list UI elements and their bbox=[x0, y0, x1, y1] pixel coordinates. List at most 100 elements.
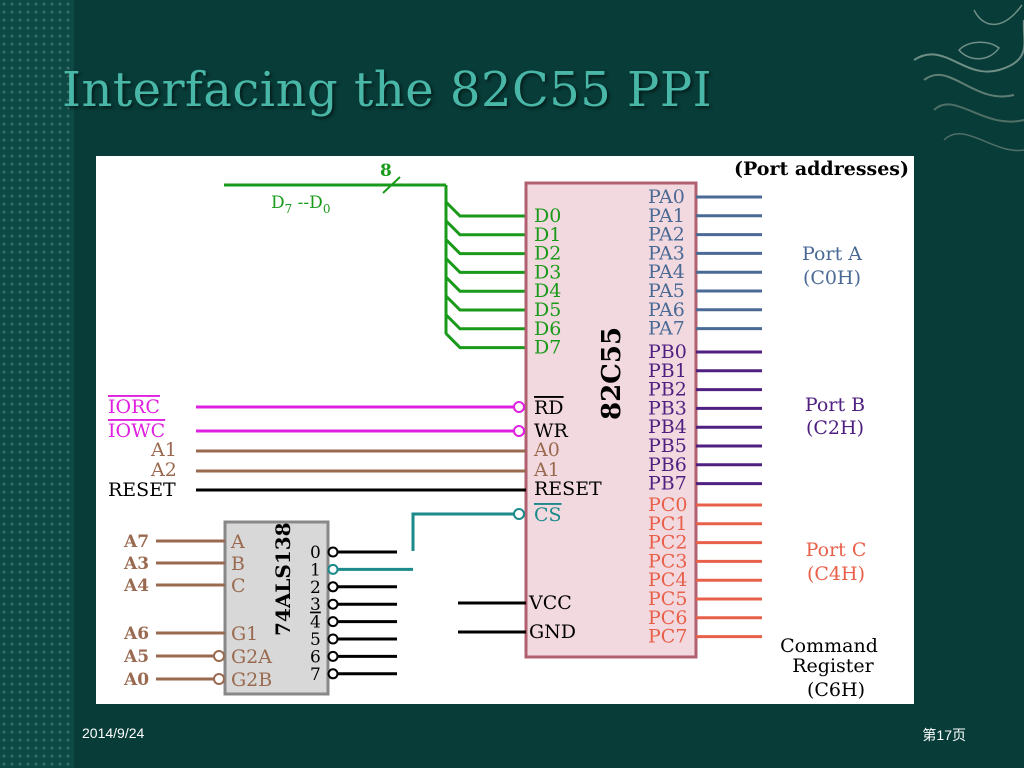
decoder-output-0: 0 bbox=[310, 543, 321, 563]
pin-pa1: PA1 bbox=[648, 205, 685, 227]
slide-title: Interfacing the 82C55 PPI bbox=[62, 62, 713, 118]
decorative-flourish bbox=[913, 4, 1024, 152]
pin-rd: RD bbox=[534, 397, 564, 419]
pin-pb3: PB3 bbox=[648, 397, 687, 419]
decoder-signal-a0: A0 bbox=[123, 670, 149, 690]
pin-vcc: VCC bbox=[528, 592, 572, 614]
pin-d2: D2 bbox=[534, 243, 561, 265]
decoder-name: 74ALS138 bbox=[271, 522, 295, 636]
pin-d0: D0 bbox=[534, 205, 561, 227]
footer-page-number: 第17页 bbox=[922, 727, 966, 743]
decoder-pin-c: C bbox=[231, 575, 246, 597]
decoder-signal-a5: A5 bbox=[123, 647, 149, 667]
data-bus-tap bbox=[444, 219, 526, 237]
active-low-bubble bbox=[213, 650, 225, 662]
decoder-pin-b: B bbox=[231, 553, 245, 575]
pin-pc3: PC3 bbox=[648, 550, 687, 572]
pin-reset: RESET bbox=[534, 478, 602, 500]
output-bubble bbox=[327, 581, 339, 593]
command-register-address: (C6H) bbox=[807, 679, 865, 701]
output-bubble bbox=[327, 650, 339, 662]
control-signal-lines bbox=[196, 401, 526, 634]
pin-pa7: PA7 bbox=[648, 318, 685, 340]
pin-pb2: PB2 bbox=[648, 379, 687, 401]
pin-pa2: PA2 bbox=[648, 224, 685, 246]
pin-a0: A0 bbox=[533, 439, 560, 461]
port-addresses-label: (Port addresses) bbox=[734, 158, 909, 180]
output-bubble bbox=[327, 563, 339, 575]
pin-pb5: PB5 bbox=[648, 435, 687, 457]
data-bus-taps bbox=[444, 200, 526, 350]
pin-wr: WR bbox=[534, 420, 569, 442]
decoder-output-7: 7 bbox=[310, 665, 321, 685]
chip-port-pins: PA0PA1PA2PA3PA4PA5PA6PA7PB0PB1PB2PB3PB4P… bbox=[648, 186, 762, 648]
patterned-side-strip bbox=[0, 0, 74, 768]
decoder-pin-g2b: G2B bbox=[231, 669, 272, 691]
decoder-output-2: 2 bbox=[310, 578, 321, 598]
data-bus bbox=[224, 176, 448, 334]
decoder-output-1: 1 bbox=[310, 560, 321, 580]
pin-cs: CS bbox=[534, 504, 562, 526]
decoder-output-6: 6 bbox=[310, 647, 321, 667]
pin-pc0: PC0 bbox=[648, 494, 687, 516]
signal-iorc: IORC bbox=[108, 396, 160, 418]
pin-d5: D5 bbox=[534, 299, 561, 321]
data-bus-tap bbox=[444, 276, 526, 293]
decoder-signal-a3: A3 bbox=[123, 554, 149, 574]
chip-82c55-name: 82C55 bbox=[597, 327, 627, 420]
interface-diagram: .lbl { font-size: 19px; } .sm { font-siz… bbox=[96, 156, 914, 704]
output-bubble bbox=[327, 616, 339, 628]
decoder-output-3: 3 bbox=[310, 595, 321, 615]
data-bus-tap bbox=[444, 294, 526, 312]
data-bus-tap bbox=[444, 238, 526, 256]
decoder-pin-a: A bbox=[230, 531, 245, 553]
pin-pa3: PA3 bbox=[648, 242, 685, 264]
decoder-output-4: 4 bbox=[310, 613, 321, 633]
pin-pc2: PC2 bbox=[648, 532, 687, 554]
port-c-label: Port C bbox=[806, 539, 867, 561]
data-bus-tap bbox=[444, 332, 526, 350]
decoder-74als138 bbox=[223, 520, 330, 696]
command-register-line1: Command bbox=[780, 635, 878, 657]
data-bus-tap bbox=[444, 313, 526, 331]
pin-pc1: PC1 bbox=[648, 513, 687, 535]
output-bubble bbox=[327, 668, 339, 680]
pin-pb7: PB7 bbox=[648, 473, 687, 495]
pin-pb4: PB4 bbox=[648, 416, 687, 438]
footer-date: 2014/9/24 bbox=[82, 725, 145, 741]
port-b-label: Port B bbox=[805, 394, 865, 416]
command-register-line2: Register bbox=[792, 655, 874, 677]
pin-d7: D7 bbox=[534, 337, 561, 359]
pin-d3: D3 bbox=[534, 261, 561, 283]
pin-pa6: PA6 bbox=[648, 299, 685, 321]
pin-pc6: PC6 bbox=[648, 607, 687, 629]
decoder-pin-g1: G1 bbox=[231, 623, 258, 645]
port-b-address: (C2H) bbox=[806, 417, 864, 439]
pin-pa5: PA5 bbox=[648, 280, 685, 302]
signal-a2: A2 bbox=[150, 459, 177, 481]
data-bus-tap bbox=[444, 257, 526, 274]
pin-a1: A1 bbox=[533, 459, 560, 481]
data-bus-tap bbox=[444, 200, 526, 218]
decoder-signal-a6: A6 bbox=[123, 624, 149, 644]
pin-pc7: PC7 bbox=[648, 626, 687, 648]
output-bubble bbox=[327, 598, 339, 610]
data-bus-label: D7 --D0 bbox=[271, 193, 330, 216]
pin-pb0: PB0 bbox=[648, 341, 687, 363]
output-bubble bbox=[327, 633, 339, 645]
output-bubble bbox=[327, 546, 339, 558]
pin-pa0: PA0 bbox=[648, 186, 685, 208]
active-low-bubble bbox=[213, 673, 225, 685]
pin-pb6: PB6 bbox=[648, 454, 687, 476]
decoder-pin-g2a: G2A bbox=[231, 646, 272, 668]
signal-a1: A1 bbox=[150, 439, 177, 461]
pin-pb1: PB1 bbox=[648, 360, 687, 382]
port-a-address: (C0H) bbox=[803, 267, 861, 289]
decoder-signal-a4: A4 bbox=[123, 576, 149, 596]
pin-gnd: GND bbox=[529, 621, 576, 643]
signal-iowc: IOWC bbox=[108, 420, 165, 442]
port-a-label: Port A bbox=[802, 243, 862, 265]
pin-d6: D6 bbox=[534, 318, 561, 340]
decoder-output-5: 5 bbox=[310, 630, 321, 650]
